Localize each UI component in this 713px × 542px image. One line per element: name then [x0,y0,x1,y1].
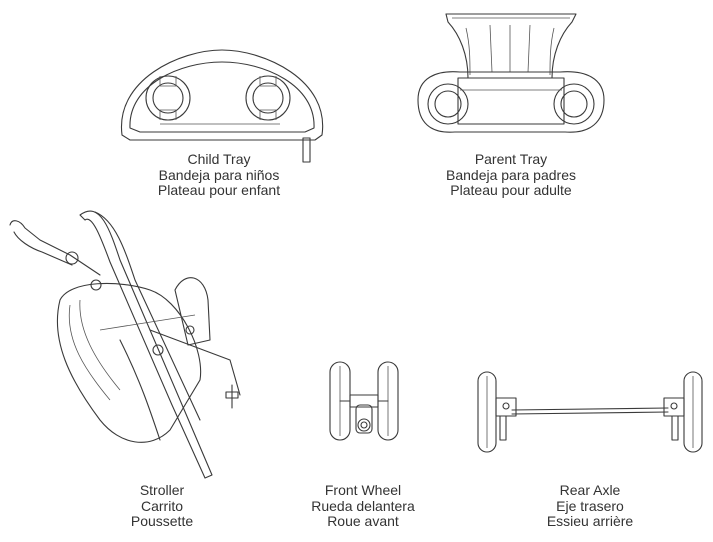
caption-line-en: Front Wheel [324,482,402,498]
caption-line-fr: Poussette [130,513,194,529]
caption-line-en: Parent Tray [474,151,548,167]
caption-line-es: Rueda delantera [311,497,415,514]
caption-line-es: Bandeja para padres [446,166,576,183]
child-tray-illustration [121,49,324,163]
rear-axle-caption: Rear Axle Eje trasero Essieu arrière [490,482,690,530]
parent-tray-illustration [417,13,605,133]
caption-line-es: Eje trasero [556,497,624,514]
caption-line-fr: Roue avant [327,513,399,529]
front-wheel-caption: Front Wheel Rueda delantera Roue avant [263,482,463,530]
caption-line-es: Carrito [140,497,183,514]
rear-axle-illustration [477,371,703,453]
caption-line-fr: Essieu arrière [546,513,634,529]
caption-line-en: Stroller [139,482,185,498]
stroller-illustration [9,210,241,479]
front-wheel-illustration [329,361,399,441]
caption-line-fr: Plateau pour adulte [450,182,572,198]
parent-tray-caption: Parent Tray Bandeja para padres Plateau … [411,151,611,199]
caption-line-fr: Plateau pour enfant [157,182,281,198]
child-tray-caption: Child Tray Bandeja para niños Plateau po… [119,151,319,199]
stroller-caption: Stroller Carrito Poussette [62,482,262,530]
caption-line-en: Child Tray [187,151,251,167]
caption-line-en: Rear Axle [559,482,621,498]
caption-line-es: Bandeja para niños [158,166,280,183]
